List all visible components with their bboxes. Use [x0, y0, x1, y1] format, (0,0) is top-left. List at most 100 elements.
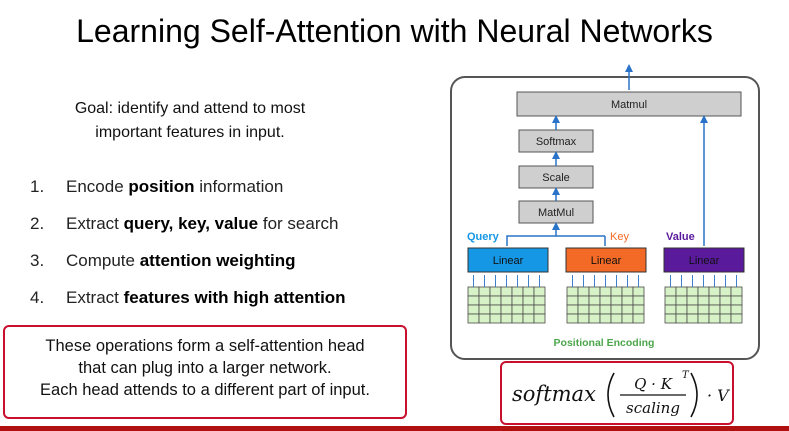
grid-cell: [511, 286, 524, 297]
goal-text: Goal: identify and attend to most import…: [20, 97, 360, 145]
grid-cell: [675, 313, 688, 324]
summary-line-3: Each head attends to a different part of…: [40, 381, 370, 399]
grid-cell: [599, 313, 612, 324]
grid-cell: [566, 295, 579, 306]
grid-cell: [621, 304, 634, 315]
grid-cell: [632, 304, 645, 315]
grid-arrows: [473, 275, 737, 287]
summary-line-1: These operations form a self-attention h…: [45, 337, 365, 355]
step-item: 1.Encode position information: [30, 176, 410, 213]
grid-cell: [489, 295, 502, 306]
grid-cell: [500, 313, 513, 324]
grid-cell: [522, 295, 535, 306]
grid-cell: [686, 295, 699, 306]
grid-cell: [500, 295, 513, 306]
grid-cell: [478, 295, 491, 306]
grid-cell: [467, 286, 480, 297]
grid-cell: [566, 313, 579, 324]
grid-cell: [577, 295, 590, 306]
summary-box: These operations form a self-attention h…: [3, 325, 407, 419]
scale-label: Scale: [542, 172, 570, 184]
linear-query-label: Linear: [493, 255, 524, 267]
grid-cell: [511, 313, 524, 324]
grid-cell: [708, 304, 721, 315]
grid-cell: [511, 295, 524, 306]
grid-cell: [610, 313, 623, 324]
grid-cell: [533, 286, 546, 297]
grid-cell: [588, 313, 601, 324]
embedding-grid: [664, 286, 743, 324]
grid-cell: [675, 286, 688, 297]
grid-cell: [697, 304, 710, 315]
linear-value-block: [663, 247, 745, 273]
grid-cell: [708, 286, 721, 297]
matmul-qk-label: MatMul: [538, 207, 574, 219]
grid-cell: [697, 295, 710, 306]
formula-box: softmax Q · K T scaling · V: [500, 361, 734, 425]
summary-line-2: that can plug into a larger network.: [78, 359, 332, 377]
query-label: Query: [467, 231, 500, 243]
grid-cell: [599, 295, 612, 306]
grid-cell: [522, 313, 535, 324]
linear-key-block: [565, 247, 647, 273]
step-number: 4.: [30, 288, 45, 307]
step-text: Encode: [66, 177, 129, 196]
grid-cell: [621, 286, 634, 297]
grid-cell: [577, 286, 590, 297]
step-text: Extract: [66, 214, 124, 233]
grid-cell: [632, 295, 645, 306]
linear-key-label: Linear: [591, 255, 622, 267]
key-label: Key: [610, 231, 629, 243]
value-label: Value: [666, 231, 695, 243]
grid-cell: [533, 304, 546, 315]
grid-cell: [588, 304, 601, 315]
grid-cell: [588, 286, 601, 297]
grid-cell: [610, 286, 623, 297]
step-number: 3.: [30, 251, 45, 270]
grid-cell: [566, 304, 579, 315]
grid-cell: [632, 286, 645, 297]
grid-cell: [697, 286, 710, 297]
grid-cell: [522, 304, 535, 315]
grid-cell: [478, 313, 491, 324]
grid-cell: [511, 304, 524, 315]
goal-line-2: important features in input.: [95, 124, 285, 141]
formula-superscript: T: [682, 370, 690, 381]
grid-cell: [708, 295, 721, 306]
step-text: Compute: [66, 251, 140, 270]
grid-cell: [500, 304, 513, 315]
step-bold: position: [128, 177, 195, 196]
grid-cell: [489, 304, 502, 315]
slide-title: Learning Self-Attention with Neural Netw…: [76, 13, 713, 49]
grid-cell: [522, 286, 535, 297]
grid-cell: [675, 304, 688, 315]
grid-cell: [708, 313, 721, 324]
grid-cell: [588, 295, 601, 306]
embedding-grid: [566, 286, 645, 324]
matmul-top-label: Matmul: [611, 99, 647, 111]
grid-cell: [675, 295, 688, 306]
step-item: 3.Compute attention weighting: [30, 250, 410, 287]
linear-query-block: [467, 247, 549, 273]
grid-cell: [697, 313, 710, 324]
step-text-tail: information: [194, 177, 284, 196]
grid-cell: [478, 304, 491, 315]
grid-cell: [719, 286, 732, 297]
grid-cell: [730, 313, 743, 324]
grid-cell: [686, 304, 699, 315]
grid-cell: [467, 304, 480, 315]
formula-paren-left: [607, 372, 615, 418]
matmul-top-block: [516, 91, 742, 117]
grid-cell: [467, 295, 480, 306]
grid-cell: [719, 304, 732, 315]
step-text-tail: for search: [258, 214, 339, 233]
formula: softmax Q · K T scaling · V: [512, 370, 730, 418]
grid-cell: [621, 313, 634, 324]
grid-cell: [467, 313, 480, 324]
grid-cell: [730, 286, 743, 297]
embedding-grid: [467, 286, 546, 324]
formula-tail: · V: [707, 386, 730, 405]
formula-fn: softmax: [512, 382, 596, 406]
grid-cell: [730, 295, 743, 306]
